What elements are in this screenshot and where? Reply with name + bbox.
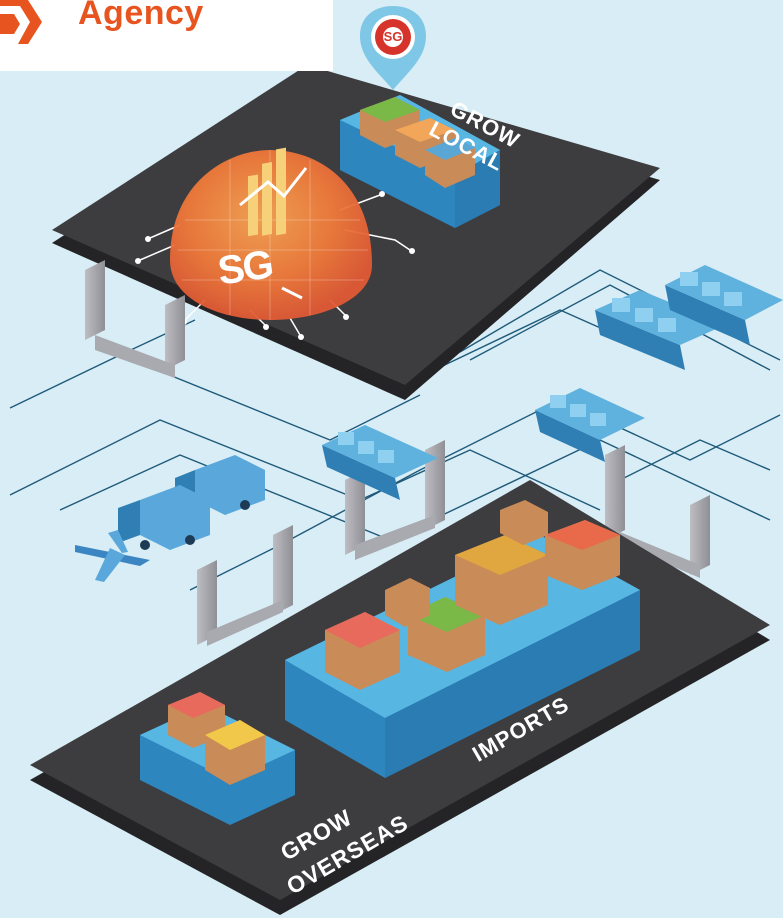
gate-middle — [345, 440, 445, 560]
dome-sg-label: SG — [215, 242, 275, 294]
gate-left-bottom — [197, 525, 293, 646]
cargo-ship-2 — [665, 265, 783, 345]
local-produce — [360, 97, 475, 188]
cargo-ship-4 — [322, 425, 438, 500]
airplane — [75, 530, 150, 582]
gate-left-top — [85, 260, 185, 378]
cargo-ship-3 — [535, 388, 645, 462]
agency-logo-icon — [0, 0, 42, 44]
sg-badge-text: SG — [383, 29, 403, 44]
overseas-produce — [168, 692, 265, 785]
imported-produce — [325, 500, 620, 690]
sg-dome — [170, 147, 372, 320]
gate-right — [605, 445, 710, 578]
truck-2 — [118, 485, 210, 550]
agency-logo-text: Agency — [78, 0, 204, 32]
sg-pin-badge — [360, 6, 426, 90]
cargo-ship-1 — [595, 290, 725, 370]
logo-panel: Agency — [0, 0, 333, 71]
